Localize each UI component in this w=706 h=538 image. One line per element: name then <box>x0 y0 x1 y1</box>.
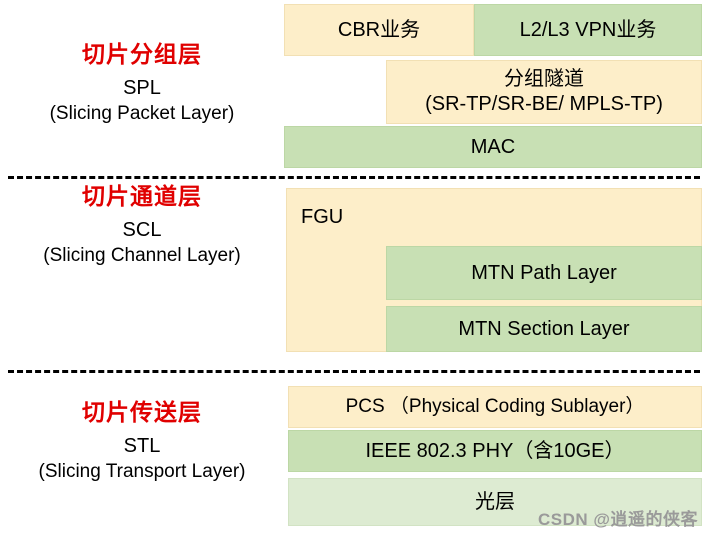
box-optical-layer[interactable]: 光层 <box>288 478 702 526</box>
box-pcs[interactable]: PCS （Physical Coding Sublayer） <box>288 386 702 428</box>
box-packet-tunnel[interactable]: 分组隧道 (SR-TP/SR-BE/ MPLS-TP) <box>386 60 702 124</box>
layer-fullname-scl: (Slicing Channel Layer) <box>43 244 241 266</box>
layer-abbr-scl: SCL <box>122 218 162 241</box>
box-packet-tunnel-line1: 分组隧道 <box>504 68 584 90</box>
box-mtn-path-layer[interactable]: MTN Path Layer <box>386 246 702 300</box>
box-packet-tunnel-line2: (SR-TP/SR-BE/ MPLS-TP) <box>425 93 663 115</box>
layer-label-scl: 切片通道层 SCL (Slicing Channel Layer) <box>0 182 284 268</box>
layer-title-stl: 切片传送层 <box>82 399 202 425</box>
box-l2l3-vpn-service[interactable]: L2/L3 VPN业务 <box>474 4 702 56</box>
layer-abbr-spl: SPL <box>123 76 161 99</box>
divider-scl-stl <box>8 370 700 373</box>
box-ieee8023-phy[interactable]: IEEE 802.3 PHY（含10GE） <box>288 430 702 472</box>
layer-fullname-stl: (Slicing Transport Layer) <box>38 460 246 482</box>
divider-spl-scl <box>8 176 700 179</box>
layer-abbr-stl: STL <box>123 434 161 457</box>
box-mac[interactable]: MAC <box>284 126 702 168</box>
layer-title-spl: 切片分组层 <box>82 41 202 67</box>
watermark: CSDN @逍遥的侠客 <box>538 510 698 529</box>
layer-fullname-spl: (Slicing Packet Layer) <box>49 102 235 124</box>
layer-label-spl: 切片分组层 SPL (Slicing Packet Layer) <box>0 40 284 126</box>
layer-label-stl: 切片传送层 STL (Slicing Transport Layer) <box>0 398 284 484</box>
box-mtn-section-layer[interactable]: MTN Section Layer <box>386 306 702 352</box>
layer-title-scl: 切片通道层 <box>82 183 202 209</box>
box-cbr-service[interactable]: CBR业务 <box>284 4 474 56</box>
